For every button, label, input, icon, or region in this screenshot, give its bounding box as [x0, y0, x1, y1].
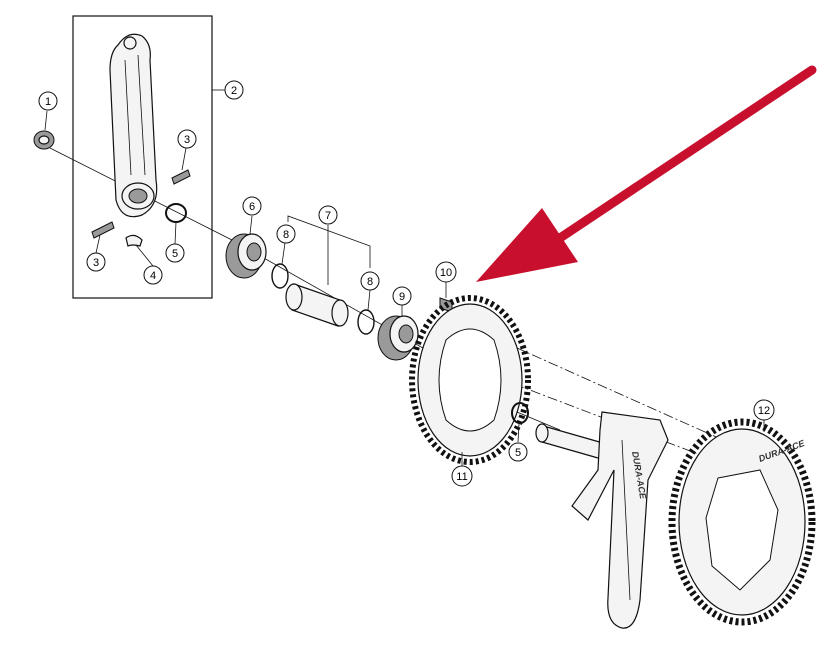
callout-1: 1	[38, 91, 58, 111]
svg-text:12: 12	[758, 405, 770, 417]
callout-12: 12	[753, 399, 775, 421]
inner-chainring	[409, 295, 531, 465]
safety-plate	[125, 234, 143, 247]
left-bb-adapter	[225, 233, 267, 279]
svg-text:8: 8	[367, 276, 373, 288]
bb-inner-cover	[285, 283, 349, 327]
callout-9: 9	[392, 286, 412, 306]
callout-3-lower: 3	[86, 252, 106, 272]
pinch-bolt-upper	[171, 169, 191, 185]
svg-text:7: 7	[325, 210, 331, 222]
cap-o-ring-left	[165, 203, 187, 223]
bb-o-ring-right	[357, 309, 375, 335]
svg-text:3: 3	[93, 257, 99, 269]
left-crank-arm	[109, 33, 158, 218]
pinch-bolt-lower	[91, 221, 115, 239]
cap-o-ring-right	[511, 402, 529, 424]
svg-text:1: 1	[45, 96, 51, 108]
callout-10: 10	[435, 261, 457, 283]
right-crank-arm-assembly: DURA-ACE	[535, 411, 669, 629]
callout-5-left: 5	[165, 243, 185, 263]
callout-4: 4	[143, 265, 163, 285]
svg-text:9: 9	[399, 291, 405, 303]
callout-11: 11	[451, 465, 473, 487]
svg-text:10: 10	[440, 267, 452, 279]
outer-chainring: DURA-ACE	[668, 418, 816, 626]
svg-text:6: 6	[249, 201, 255, 213]
svg-text:4: 4	[150, 270, 156, 282]
assembly-axis	[49, 147, 791, 471]
crank-arm-fixing-bolt	[33, 130, 55, 150]
callout-3-upper: 3	[177, 129, 197, 149]
svg-text:11: 11	[456, 471, 467, 483]
callout-8-right: 8	[360, 271, 380, 291]
callout-8-left: 8	[276, 224, 296, 244]
svg-text:8: 8	[283, 229, 289, 241]
callout-leaders	[44, 110, 765, 466]
callout-6: 6	[242, 196, 262, 216]
pointer-arrow	[476, 65, 817, 282]
callout-bubbles: 1 2 3 3 4 5 6 7	[38, 80, 775, 487]
left-crank-group-box	[72, 15, 213, 299]
right-bb-adapter	[377, 315, 419, 361]
callout-2: 2	[224, 80, 244, 100]
callout-5-right: 5	[508, 442, 528, 462]
svg-text:5: 5	[515, 447, 521, 459]
callout-7: 7	[318, 205, 338, 225]
svg-text:2: 2	[231, 85, 237, 97]
svg-text:5: 5	[172, 248, 178, 260]
bb-o-ring-left	[271, 263, 289, 289]
svg-text:3: 3	[184, 134, 190, 146]
